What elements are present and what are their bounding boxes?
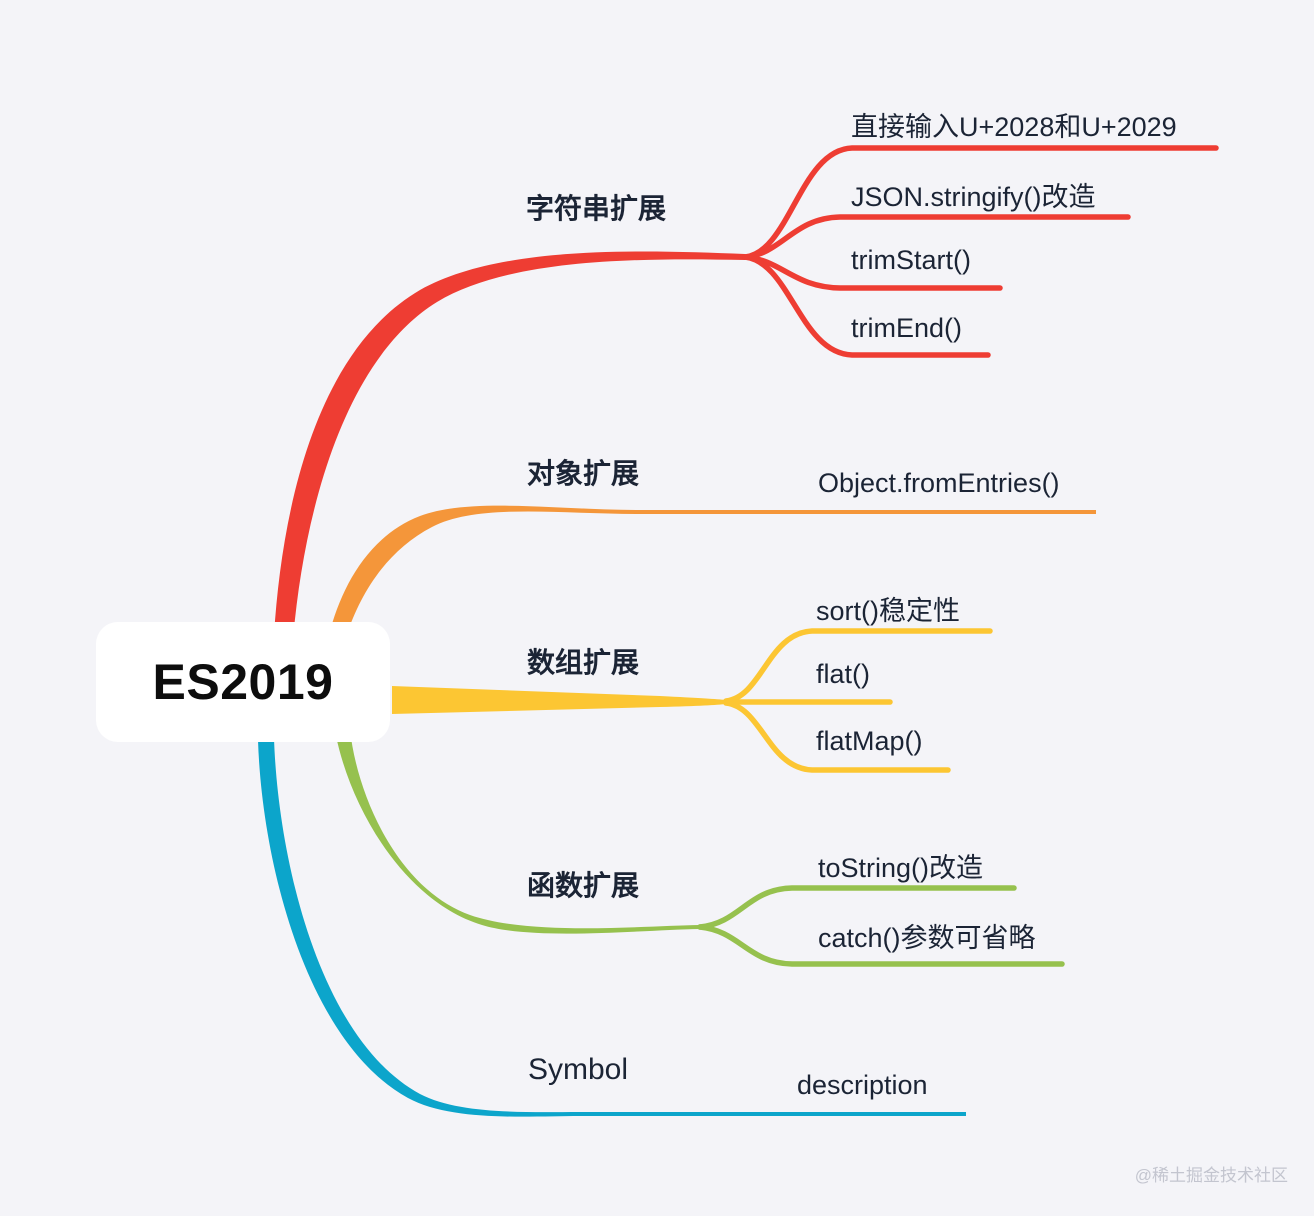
leaf-label-object-1[interactable]: Object.fromEntries() [818, 468, 1060, 498]
topic-label-array[interactable]: 数组扩展 [527, 647, 640, 678]
trunk-array [392, 686, 726, 714]
leaf-label-function-2[interactable]: catch()参数可省略 [818, 923, 1036, 953]
subbranch-function-2 [697, 924, 1065, 967]
root-node-label: ES2019 [152, 654, 334, 710]
topic-label-function[interactable]: 函数扩展 [527, 870, 640, 901]
leaf-label-function-1[interactable]: toString()改造 [818, 853, 984, 883]
subbranch-array-1 [723, 628, 993, 704]
watermark: @稀土掘金技术社区 [1134, 1166, 1288, 1185]
leaf-label-symbol-1[interactable]: description [797, 1070, 928, 1100]
leaf-label-string-3[interactable]: trimStart() [851, 245, 971, 275]
leaf-label-array-1[interactable]: sort()稳定性 [816, 596, 960, 626]
branch-object [320, 505, 1096, 706]
leaf-label-string-2[interactable]: JSON.stringify()改造 [851, 182, 1096, 212]
topic-label-object[interactable]: 对象扩展 [527, 458, 640, 489]
subbranch-string-4 [742, 254, 991, 358]
subbranch-string-2 [742, 214, 1131, 260]
root-node[interactable]: ES2019 [96, 622, 390, 742]
leaf-label-array-3[interactable]: flatMap() [816, 726, 923, 756]
trunk-function [336, 730, 700, 934]
branch-array [392, 628, 993, 773]
leaf-label-string-4[interactable]: trimEnd() [851, 313, 963, 343]
trunk-object [320, 505, 1096, 706]
leaf-label-string-1[interactable]: 直接输入U+2028和U+2029 [851, 112, 1177, 142]
branch-string [272, 145, 1219, 700]
subbranch-function-1 [697, 885, 1017, 930]
topic-label-symbol[interactable]: Symbol [528, 1053, 629, 1086]
branch-function [336, 730, 1065, 967]
subbranch-array-3 [723, 700, 951, 773]
topic-label-string[interactable]: 字符串扩展 [526, 193, 667, 224]
leaf-label-array-2[interactable]: flat() [816, 659, 870, 689]
